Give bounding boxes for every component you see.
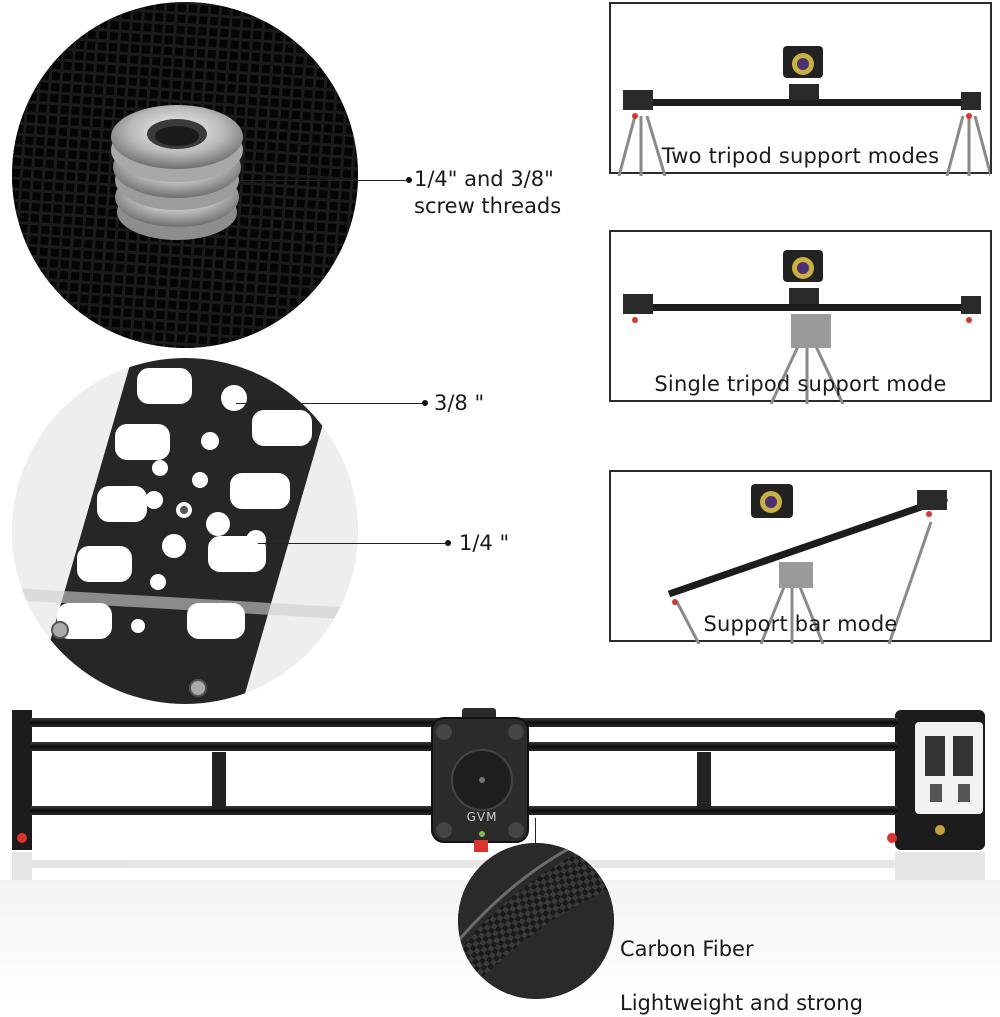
callout-dot-small-hole xyxy=(445,540,451,546)
brand-logo: GVM xyxy=(466,810,498,824)
carbon-fiber-closeup xyxy=(458,843,614,999)
panel-caption: Single tripod support mode xyxy=(654,372,947,396)
large-hole-label: 3/8 " xyxy=(434,391,485,415)
leader-line-small-hole xyxy=(258,543,448,544)
small-hole-label: 1/4 " xyxy=(459,531,510,555)
mode-panel-two-tripod: Two tripod support modes xyxy=(609,2,992,176)
leader-line-threads xyxy=(240,180,408,181)
panel-caption: Support bar mode xyxy=(703,612,898,636)
mode-panel-single-tripod: Single tripod support mode xyxy=(609,230,992,404)
carbon-fiber-label: Carbon Fiber Lightweight and strong xyxy=(620,909,863,1017)
mounting-plate-closeup xyxy=(12,358,358,704)
leader-line-carbon xyxy=(535,818,536,858)
carbon-fiber-subtitle: Lightweight and strong xyxy=(620,991,863,1015)
panel-caption: Two tripod support modes xyxy=(661,144,940,168)
leader-line-large-hole xyxy=(236,403,426,404)
mode-panel-support-bar: Support bar mode xyxy=(609,470,992,644)
callout-dot-large-hole xyxy=(422,400,428,406)
screw-thread-closeup xyxy=(12,2,358,348)
callout-dot-threads xyxy=(406,177,412,183)
threads-label: 1/4" and 3/8" screw threads xyxy=(414,167,562,218)
carbon-fiber-title: Carbon Fiber xyxy=(620,937,754,961)
